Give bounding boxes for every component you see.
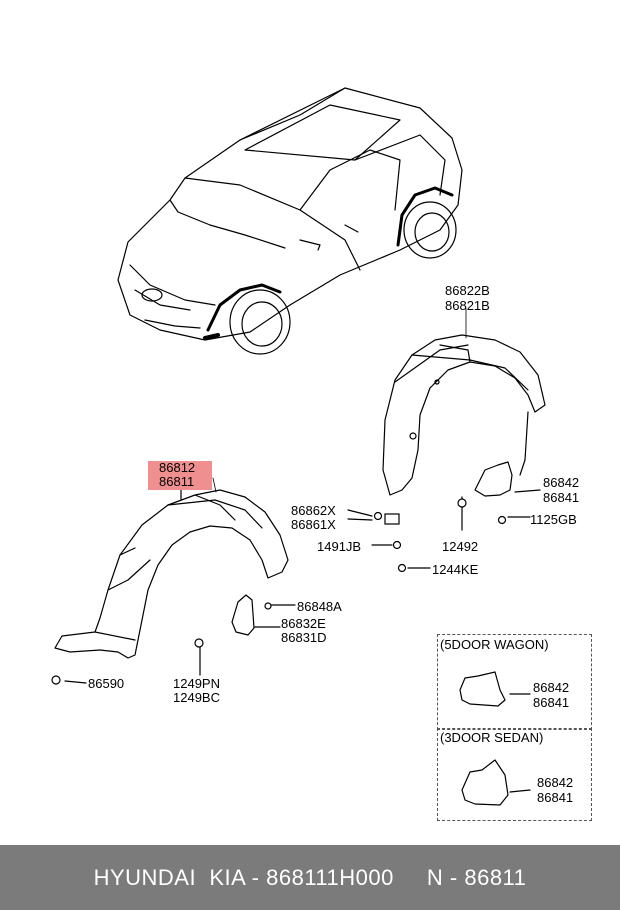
part-label-86822B[interactable]: 86822B	[445, 283, 490, 298]
fastener-86862X	[373, 511, 383, 521]
fastener-86848A	[264, 602, 272, 610]
part-label-86841-sedan[interactable]: 86841	[537, 790, 574, 805]
part-label-86590[interactable]: 86590	[88, 676, 125, 691]
part-label-86831D[interactable]: 86831D	[281, 630, 327, 645]
rear-mud-flap	[474, 461, 513, 497]
part-label-86812[interactable]: 86812	[159, 460, 196, 475]
inset-title-wagon: (5DOOR WAGON)	[440, 637, 549, 652]
footer-part-number: HYUNDAI KIA - 868111H000 N - 86811	[93, 864, 527, 890]
part-label-86821B[interactable]: 86821B	[445, 298, 490, 313]
fastener-1244KE	[397, 563, 407, 573]
fastener-1125GB	[497, 515, 507, 525]
wagon-mud-flap	[459, 671, 506, 707]
part-label-86842-main[interactable]: 86842	[543, 475, 580, 490]
part-label-86842-sedan[interactable]: 86842	[537, 775, 574, 790]
part-label-86832E[interactable]: 86832E	[281, 616, 326, 631]
part-label-86862X[interactable]: 86862X	[291, 503, 336, 518]
highlight-box	[148, 461, 212, 490]
fastener-1249PN	[194, 638, 204, 648]
fastener-86590	[51, 675, 61, 685]
part-label-86842-wagon[interactable]: 86842	[533, 680, 570, 695]
part-label-1244KE[interactable]: 1244KE	[432, 562, 479, 577]
rear-wheel-guard	[382, 307, 546, 496]
inset-title-sedan: (3DOOR SEDAN)	[440, 730, 544, 745]
part-label-1249PN[interactable]: 1249PN	[173, 676, 220, 691]
sedan-mud-flap	[461, 759, 509, 806]
bracket-86861X	[384, 513, 400, 525]
rear-wheel	[396, 186, 457, 259]
front-wheel	[203, 283, 291, 355]
footer-bar: HYUNDAI KIA - 868111H000 N - 86811	[0, 845, 620, 910]
inset-3door-sedan: (3DOOR SEDAN)	[437, 728, 592, 821]
front-mud-flap	[231, 594, 255, 636]
part-label-1125GB[interactable]: 1125GB	[530, 512, 577, 527]
part-label-1249BC[interactable]: 1249BC	[173, 690, 220, 705]
parts-diagram	[51, 87, 546, 806]
part-label-86841-main[interactable]: 86841	[543, 490, 580, 505]
part-label-86841-wagon[interactable]: 86841	[533, 695, 570, 710]
part-label-86811[interactable]: 86811	[159, 474, 195, 489]
part-label-86861X[interactable]: 86861X	[291, 517, 336, 532]
part-label-86848A[interactable]: 86848A	[297, 599, 342, 614]
fastener-12492	[457, 498, 467, 508]
inset-5door-wagon: (5DOOR WAGON)	[437, 634, 592, 730]
part-label-12492[interactable]: 12492	[442, 539, 479, 554]
front-wheel-guard	[54, 477, 289, 659]
part-label-1491JB[interactable]: 1491JB	[317, 539, 362, 554]
car-illustration	[117, 87, 463, 341]
fastener-1491JB	[392, 540, 402, 550]
